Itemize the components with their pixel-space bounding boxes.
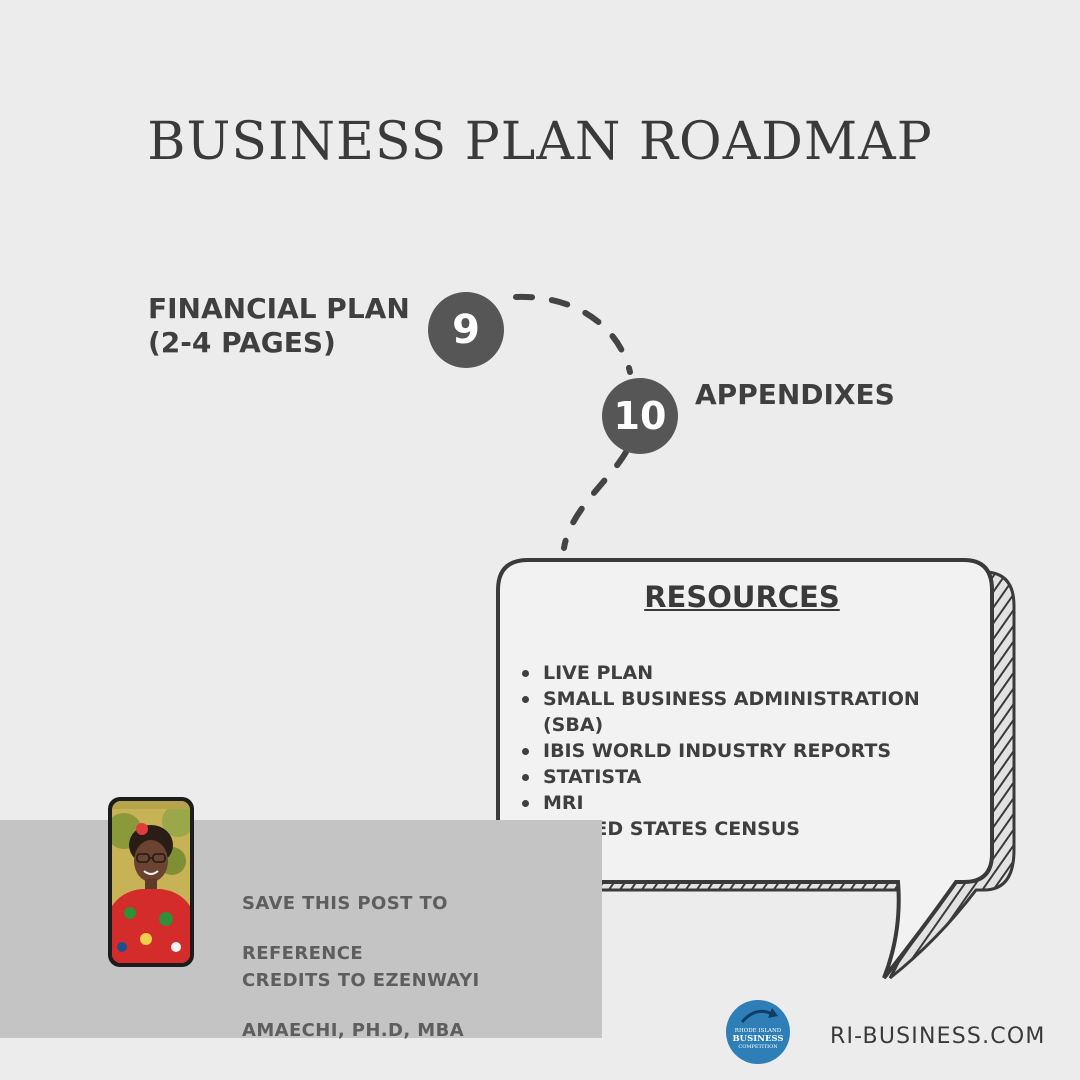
credits-note: CREDITS TO EZENWAYI AMAECHI, PH.D, MBA xyxy=(242,970,480,1041)
resource-item: LIVE PLAN xyxy=(520,660,960,686)
portrait-photo xyxy=(112,801,190,963)
step-9-subtitle: (2-4 PAGES) xyxy=(148,326,336,359)
bullet-icon xyxy=(522,670,529,677)
resource-item: IBIS WORLD INDUSTRY REPORTS xyxy=(520,738,960,764)
resources-heading: RESOURCES xyxy=(644,580,840,614)
page-title: BUSINESS PLAN ROADMAP xyxy=(147,112,933,172)
svg-text:BUSINESS: BUSINESS xyxy=(732,1034,783,1044)
step-9-label: FINANCIAL PLAN (2-4 PAGES) xyxy=(148,292,410,360)
rhode-island-business-competition-logo: RHODE ISLAND BUSINESS COMPETITION xyxy=(726,1000,790,1064)
step-10-badge: 10 xyxy=(602,378,678,454)
step-9-title: FINANCIAL PLAN xyxy=(148,292,410,325)
resource-item: STATISTA xyxy=(520,764,960,790)
bullet-icon xyxy=(522,800,529,807)
resources-speech-bubble xyxy=(496,558,1016,980)
step-9-badge: 9 xyxy=(428,292,504,368)
svg-text:RHODE ISLAND: RHODE ISLAND xyxy=(735,1028,782,1034)
svg-text:COMPETITION: COMPETITION xyxy=(738,1044,778,1050)
credits-panel xyxy=(0,820,602,1038)
step-10-label: APPENDIXES xyxy=(695,378,895,411)
website-url: RI-BUSINESS.COM xyxy=(830,1024,1046,1049)
save-note: SAVE THIS POST TO REFERENCE xyxy=(242,893,448,964)
bullet-icon xyxy=(522,748,529,755)
bullet-icon xyxy=(522,774,529,781)
resource-item: SMALL BUSINESS ADMINISTRATION (SBA) xyxy=(520,686,960,738)
resource-item: MRI xyxy=(520,790,960,816)
phone-photo xyxy=(108,797,194,967)
resources-list: LIVE PLAN SMALL BUSINESS ADMINISTRATION … xyxy=(520,660,960,842)
bullet-icon xyxy=(522,696,529,703)
